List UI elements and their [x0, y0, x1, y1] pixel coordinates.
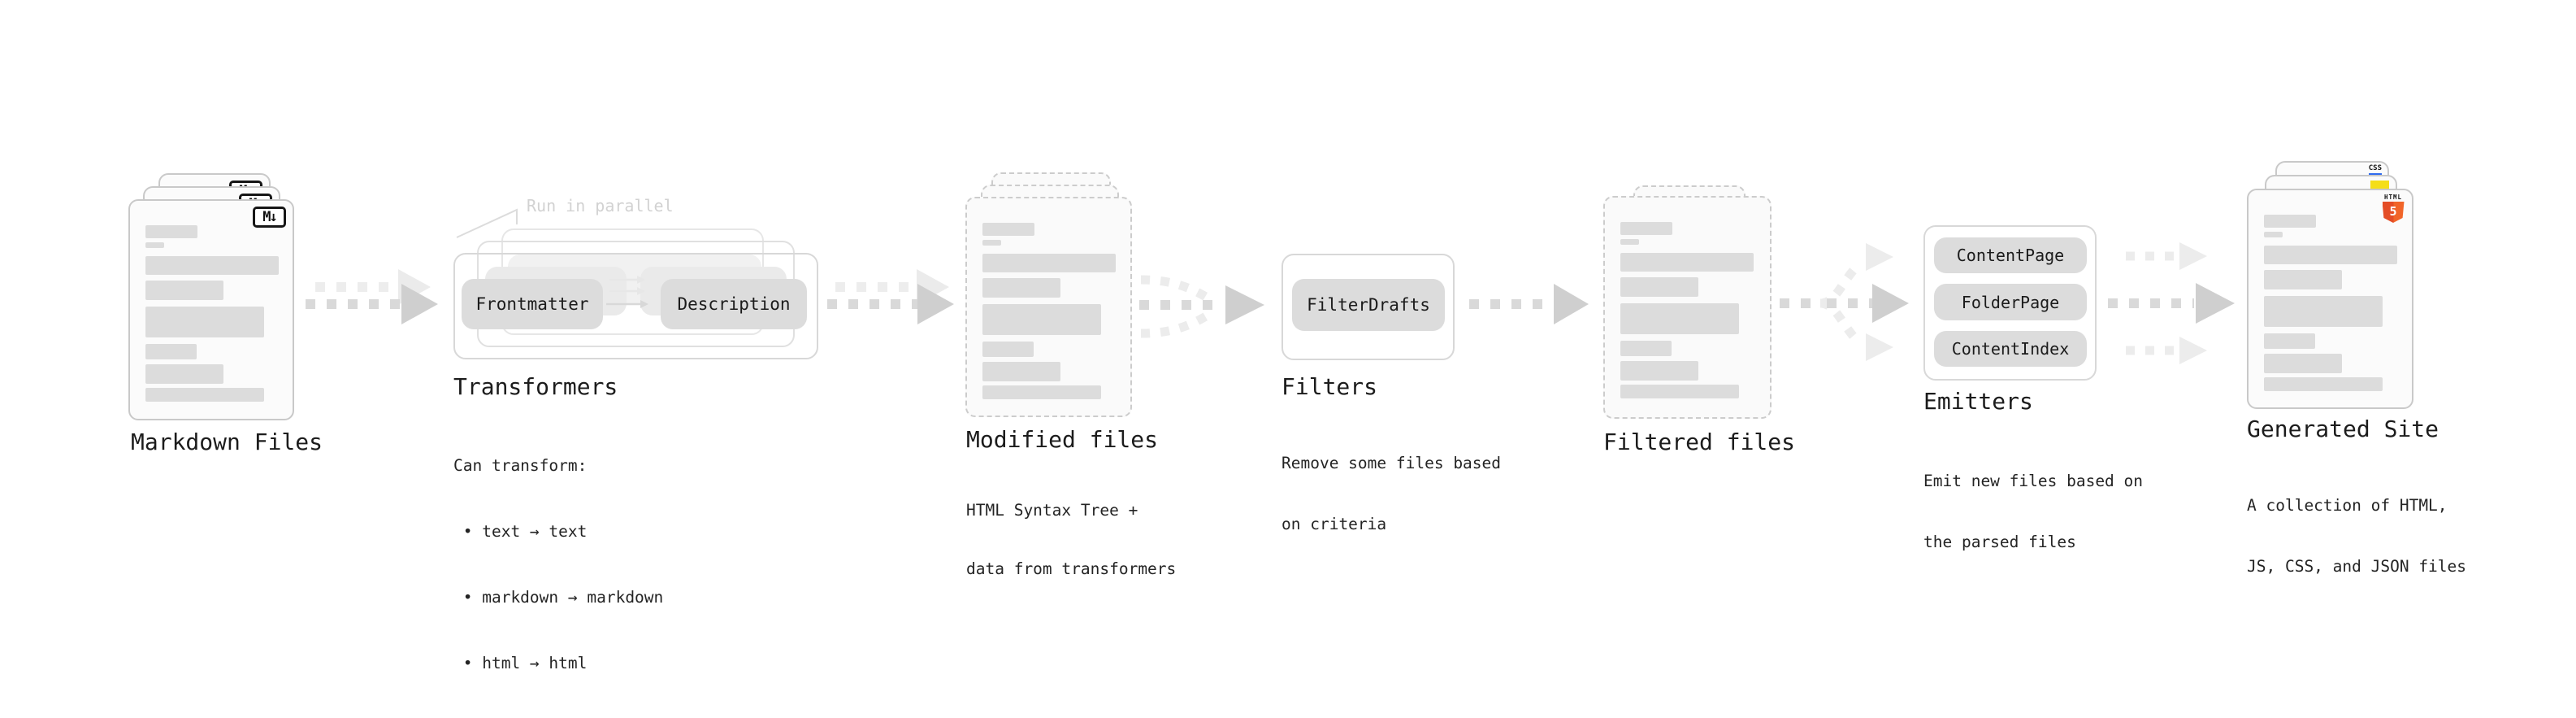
content-line	[2264, 270, 2342, 289]
callout-leader-line	[456, 208, 518, 238]
arrow-main	[306, 284, 438, 324]
note-line: the parsed files	[1923, 533, 2076, 551]
content-line	[2264, 354, 2342, 373]
callout-run-in-parallel: Run in parallel	[527, 196, 674, 215]
note-line: • html → html	[453, 654, 588, 672]
content-line	[1620, 361, 1698, 381]
note-line: Emit new files based on	[1923, 472, 2144, 490]
content-line	[2264, 296, 2383, 327]
content-line	[1620, 277, 1698, 297]
emit-arrow-top	[2126, 242, 2207, 270]
note-line: on criteria	[1281, 515, 1387, 533]
content-line	[145, 344, 197, 359]
emitter-pill-contentindex: ContentIndex	[1934, 331, 2087, 367]
note-line: • text → text	[453, 522, 588, 541]
content-line	[982, 278, 1060, 298]
split-arrow-filtered-to-emitters	[1780, 243, 1909, 361]
split-branch-bottom	[1819, 298, 1858, 341]
html5-icon: HTML 5	[2382, 194, 2405, 223]
note-line: Can transform:	[453, 456, 588, 475]
content-line	[2264, 377, 2383, 391]
stage-label-filtered-files: Filtered files	[1603, 429, 1796, 455]
filters-box	[1281, 254, 1455, 360]
content-line	[2264, 246, 2397, 264]
stage-label-emitters: Emitters	[1923, 388, 2033, 415]
content-line	[2264, 333, 2315, 349]
arrow-main	[827, 284, 954, 324]
emit-arrow-bottom	[2126, 337, 2207, 364]
content-line	[1620, 385, 1739, 398]
content-line	[982, 362, 1060, 381]
note-line: A collection of HTML,	[2247, 496, 2448, 515]
generated-file-card-html: HTML 5	[2247, 189, 2413, 409]
content-line	[145, 225, 197, 238]
content-line	[145, 307, 264, 337]
note-line: data from transformers	[966, 559, 1177, 578]
flow-arrow-markdown-to-transformers	[306, 269, 438, 324]
merge-branch-top	[1140, 275, 1215, 305]
content-line	[145, 242, 164, 248]
note-line: Remove some files based	[1281, 454, 1502, 472]
markdown-file-card-front: M↓	[128, 199, 294, 420]
split-branch-top	[1819, 266, 1858, 308]
flow-arrow-filters-to-filtered	[1469, 284, 1589, 324]
stage-note-emitters: Emit new files based on the parsed files	[1923, 430, 2143, 593]
content-line	[982, 254, 1116, 272]
emitter-pill-folderpage: FolderPage	[1934, 284, 2087, 320]
content-line	[1620, 341, 1672, 356]
content-line	[145, 256, 279, 275]
split-arrowhead-top	[1866, 243, 1893, 271]
content-line	[145, 364, 223, 384]
content-line	[145, 388, 264, 402]
content-line	[145, 281, 223, 300]
content-line	[982, 342, 1034, 357]
transformer-pill-frontmatter: Frontmatter	[462, 279, 603, 329]
content-line	[1620, 222, 1672, 235]
emitters-box	[1923, 225, 2097, 381]
stage-note-transformers: Can transform: • text → text • markdown …	[453, 411, 663, 718]
css-icon: CSS	[2368, 165, 2382, 176]
parallel-mini-arrows	[606, 276, 648, 308]
stage-note-filters: Remove some files based on criteria	[1281, 412, 1501, 575]
js-icon	[2370, 181, 2389, 191]
html5-icon-word: HTML	[2383, 194, 2403, 201]
note-line: JS, CSS, and JSON files	[2247, 557, 2467, 576]
stage-label-generated-site: Generated Site	[2247, 416, 2439, 442]
transformer-layer-front	[453, 253, 818, 359]
merge-arrow-modified-to-filters	[1139, 275, 1264, 338]
emit-arrow-middle	[2108, 283, 2235, 324]
stage-label-modified-files: Modified files	[966, 426, 1159, 453]
content-line	[982, 240, 1001, 246]
content-line	[982, 304, 1101, 335]
content-line	[2264, 215, 2316, 228]
content-line	[2264, 232, 2283, 237]
stage-label-transformers: Transformers	[453, 373, 618, 400]
merge-branch-bottom	[1140, 308, 1215, 338]
note-line: HTML Syntax Tree +	[966, 501, 1138, 520]
content-line	[982, 223, 1034, 236]
content-line	[1620, 303, 1739, 334]
stage-label-filters: Filters	[1281, 373, 1378, 400]
note-line: • markdown → markdown	[453, 588, 664, 607]
content-line	[1620, 239, 1639, 245]
split-arrowhead-bottom	[1866, 333, 1893, 361]
stage-label-markdown-files: Markdown Files	[131, 429, 323, 455]
filtered-file-card-front	[1603, 196, 1772, 419]
content-line	[1620, 253, 1754, 272]
stage-note-generated-site: A collection of HTML, JS, CSS, and JSON …	[2247, 455, 2466, 617]
stage-note-modified-files: HTML Syntax Tree + data from transformer…	[966, 462, 1176, 618]
filter-pill-filterdrafts: FilterDrafts	[1292, 279, 1445, 331]
flow-arrow-transformers-to-modified	[827, 269, 954, 324]
transformer-pill-description: Description	[661, 279, 807, 329]
html5-icon-shield: 5	[2382, 202, 2405, 223]
split-arrowhead-middle	[1872, 284, 1909, 323]
merge-arrowhead	[1225, 285, 1264, 324]
markdown-icon: M↓	[253, 207, 286, 228]
emitter-pill-contentpage: ContentPage	[1934, 237, 2087, 273]
content-line	[982, 385, 1101, 399]
flow-arrows-emitters-to-generated	[2108, 242, 2235, 364]
modified-file-card-front	[965, 197, 1132, 417]
